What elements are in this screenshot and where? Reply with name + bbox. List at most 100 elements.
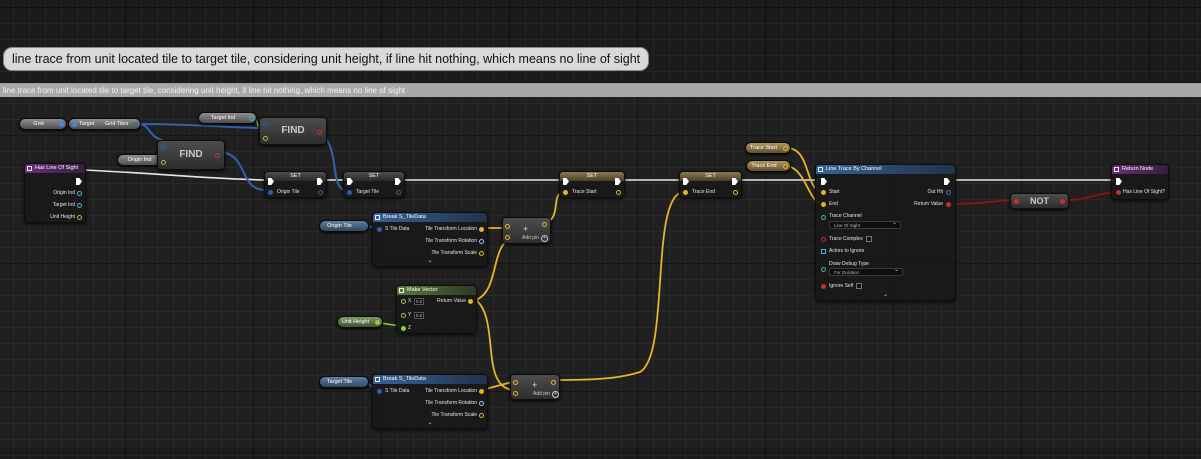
exec-in-pin[interactable] <box>1116 178 1122 185</box>
set-origin-tile-node[interactable]: SET Origin Tile <box>264 171 327 198</box>
grid-variable-node[interactable]: Grid <box>19 118 67 130</box>
tile-location-pin[interactable] <box>479 227 484 232</box>
add-node[interactable]: + Add pin+ <box>502 217 551 244</box>
grid-tiles-target-pin[interactable] <box>72 122 77 127</box>
out-hit-pin[interactable] <box>946 190 951 195</box>
chevron-down-icon[interactable]: ⌄ <box>427 420 433 426</box>
find-array-pin[interactable] <box>263 122 268 127</box>
exec-in-pin[interactable] <box>347 178 353 185</box>
exec-out-pin[interactable] <box>395 178 401 185</box>
draw-debug-pin[interactable] <box>821 267 826 272</box>
add-pin-button[interactable]: Add pin+ <box>522 235 548 242</box>
find-item-pin[interactable] <box>263 136 268 141</box>
tile-scale-pin[interactable] <box>479 413 484 418</box>
z-input-pin[interactable] <box>401 326 406 331</box>
unit-height-pin[interactable] <box>77 215 82 220</box>
exec-out-pin[interactable] <box>76 178 82 185</box>
trace-end-output-pin[interactable] <box>783 164 788 169</box>
s-tile-data-pin[interactable] <box>377 227 382 232</box>
unit-height-variable-node[interactable]: Unit Height <box>337 316 383 328</box>
exec-in-pin[interactable] <box>821 178 827 185</box>
origin-tile-out-pin[interactable] <box>318 190 323 195</box>
add-output-pin[interactable] <box>542 222 547 227</box>
exec-in-pin[interactable] <box>683 178 689 185</box>
array-pin-icon[interactable] <box>821 249 826 254</box>
target-tile-pin[interactable] <box>347 190 352 195</box>
trace-start-out-pin[interactable] <box>616 190 621 195</box>
add-output-pin[interactable] <box>551 380 556 385</box>
comment-header[interactable]: line trace from unit located tile to tar… <box>0 84 1201 97</box>
target-ind-pin[interactable] <box>77 203 82 208</box>
grid-tiles-node[interactable]: Target Grid Tiles <box>68 118 141 130</box>
break-tile-data-node[interactable]: Break S_TileData S Tile Data Tile Transf… <box>372 374 488 429</box>
return-value-pin[interactable] <box>946 202 951 207</box>
chevron-down-icon[interactable]: ⌄ <box>882 292 889 298</box>
set-target-tile-node[interactable]: SET Target Tile <box>343 171 405 198</box>
ignore-self-pin[interactable] <box>821 284 826 289</box>
exec-out-pin[interactable] <box>317 178 323 185</box>
find-item-pin[interactable] <box>161 160 166 165</box>
exec-out-pin[interactable] <box>944 178 950 185</box>
add-input-b-pin[interactable] <box>513 391 518 396</box>
end-pin[interactable] <box>821 202 826 207</box>
has-line-of-sight-pin[interactable] <box>1116 190 1121 195</box>
add-input-a-pin[interactable] <box>505 224 510 229</box>
trace-end-pin[interactable] <box>683 190 688 195</box>
comment-bubble[interactable]: line trace from unit located tile to tar… <box>3 47 650 71</box>
origin-tile-output-pin[interactable] <box>361 224 366 229</box>
grid-tiles-output-pin[interactable] <box>133 122 138 127</box>
tile-rotation-pin[interactable] <box>479 239 484 244</box>
origin-tile-variable-node[interactable]: Origin Tile <box>319 220 369 232</box>
not-node[interactable]: NOT <box>1010 193 1069 209</box>
find-output-pin[interactable] <box>215 153 220 158</box>
trace-channel-pin[interactable] <box>821 215 826 220</box>
trace-complex-pin[interactable] <box>821 237 826 242</box>
exec-in-pin[interactable] <box>563 178 569 185</box>
y-input-pin[interactable] <box>401 313 406 318</box>
trace-end-variable-node[interactable]: Trace End <box>746 160 791 172</box>
comment-box[interactable]: line trace from unit located tile to tar… <box>0 83 1201 448</box>
exec-out-pin[interactable] <box>615 178 621 185</box>
tile-scale-pin[interactable] <box>479 251 484 256</box>
add-node[interactable]: + Add pin+ <box>510 374 560 400</box>
unit-height-output-pin[interactable] <box>375 320 380 325</box>
line-trace-by-channel-node[interactable]: Line Trace By Channel Start End Trace Ch… <box>815 164 956 301</box>
origin-ind-pin[interactable] <box>77 191 82 196</box>
not-input-pin[interactable] <box>1014 199 1019 204</box>
find-output-pin[interactable] <box>317 130 322 135</box>
target-tile-variable-node[interactable]: Target Tile <box>319 376 369 388</box>
add-input-b-pin[interactable] <box>505 235 510 240</box>
find-array-pin[interactable] <box>161 145 166 150</box>
target-tile-output-pin[interactable] <box>361 380 366 385</box>
start-pin[interactable] <box>821 190 826 195</box>
trace-start-output-pin[interactable] <box>783 146 788 151</box>
tile-rotation-pin[interactable] <box>479 401 484 406</box>
x-input-pin[interactable] <box>401 299 406 304</box>
trace-complex-checkbox[interactable] <box>866 236 872 242</box>
trace-channel-dropdown[interactable]: Line Of Sight <box>829 220 901 229</box>
grid-output-pin[interactable] <box>59 122 64 127</box>
break-tile-data-node[interactable]: Break S_TileData S Tile Data Tile Transf… <box>372 212 488 267</box>
find-node[interactable]: FIND <box>259 117 327 145</box>
set-trace-end-node[interactable]: SET Trace End <box>679 171 742 198</box>
target-tile-out-pin[interactable] <box>396 190 401 195</box>
function-entry-node[interactable]: Has Line Of Sight Origin Ind Target Ind … <box>24 163 86 223</box>
chevron-down-icon[interactable]: ⌄ <box>427 258 433 264</box>
draw-debug-dropdown[interactable]: For Duration <box>829 267 903 276</box>
y-value-field[interactable]: 0.0 <box>414 312 424 319</box>
add-input-a-pin[interactable] <box>513 380 518 385</box>
target-ind-output-pin[interactable] <box>249 116 254 121</box>
s-tile-data-pin[interactable] <box>377 389 382 394</box>
set-trace-start-node[interactable]: SET Trace Start <box>559 171 625 198</box>
target-ind-variable-node[interactable]: Target Ind <box>198 112 257 124</box>
exec-in-pin[interactable] <box>268 178 274 185</box>
return-value-pin[interactable] <box>468 299 473 304</box>
not-output-pin[interactable] <box>1060 199 1065 204</box>
make-vector-node[interactable]: Make Vector X 0.0 Y 0.0 Z Return Value <box>396 285 477 334</box>
find-node[interactable]: FIND <box>157 140 225 170</box>
origin-tile-pin[interactable] <box>268 190 273 195</box>
ignore-self-checkbox[interactable] <box>856 283 862 289</box>
x-value-field[interactable]: 0.0 <box>414 298 424 305</box>
return-node[interactable]: Return Node Has Line Of Sight? <box>1111 164 1169 200</box>
exec-out-pin[interactable] <box>732 178 738 185</box>
